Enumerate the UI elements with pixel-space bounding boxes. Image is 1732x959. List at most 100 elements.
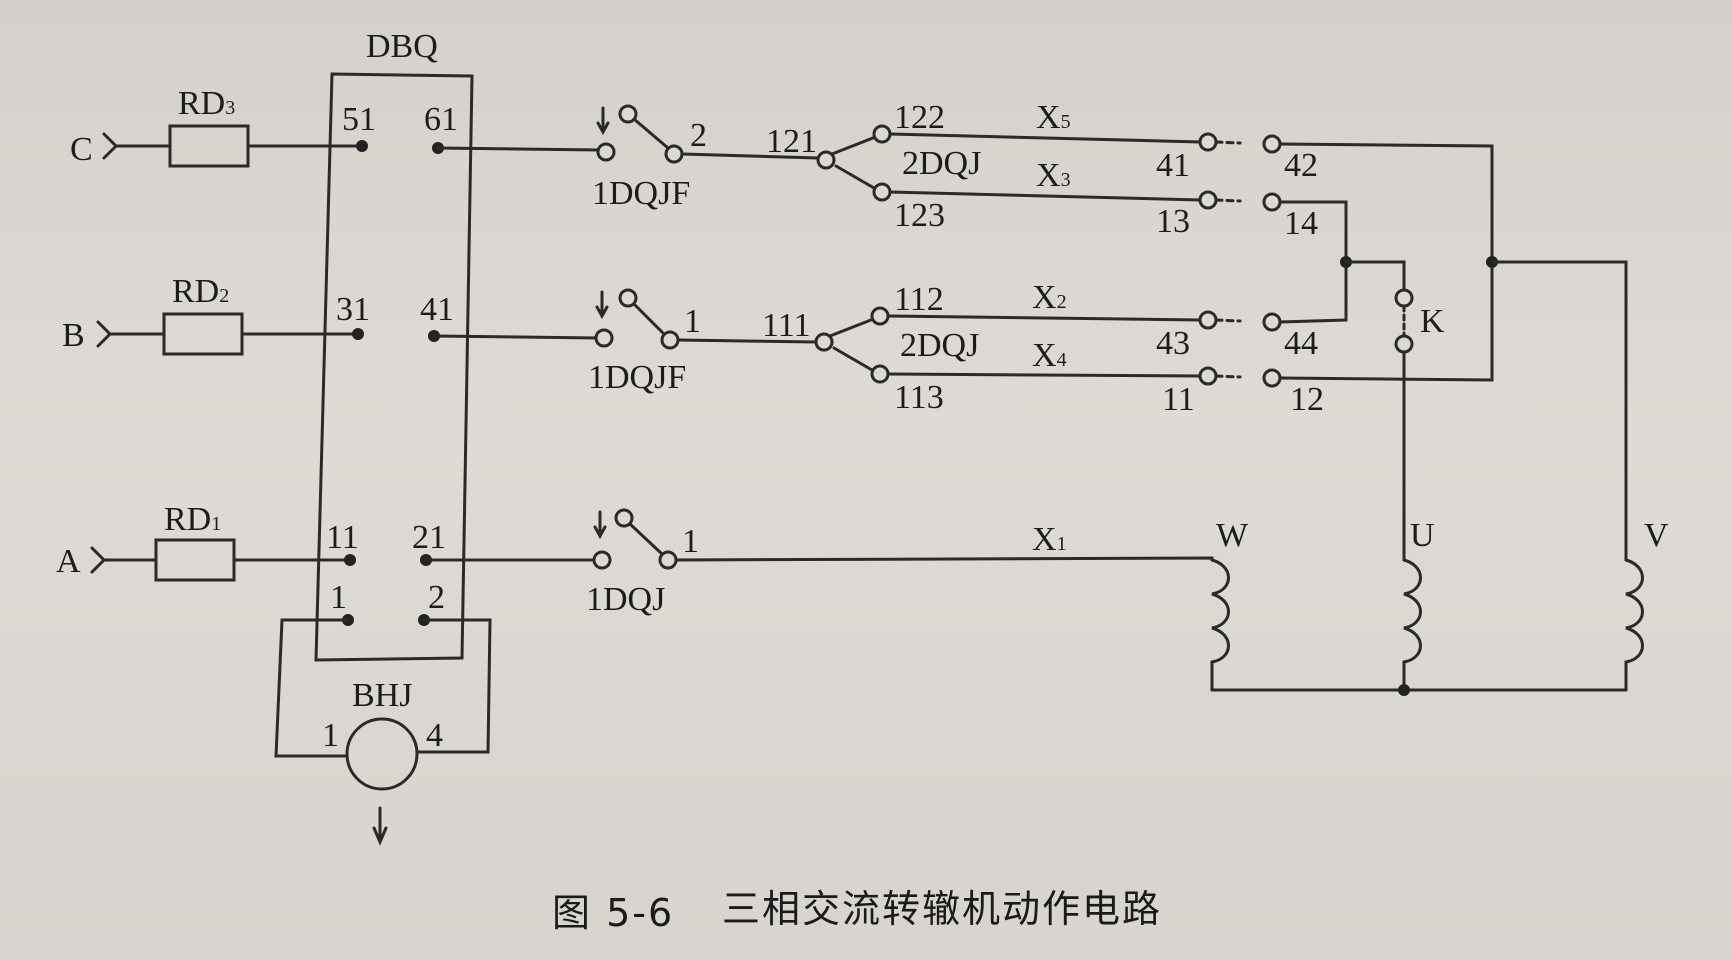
phase-b-arrow	[96, 320, 113, 348]
auto-switch-43-44-gap	[1214, 318, 1242, 323]
x5-label: X5	[1036, 99, 1071, 136]
phase-b-label: B	[62, 317, 85, 354]
wire-c-to-1dqjf	[436, 146, 602, 152]
2dqj-c-lower-contact	[872, 182, 892, 202]
auto-switch-12	[1262, 368, 1282, 388]
bhj-coil	[345, 717, 419, 791]
2dqj-c-label: 2DQJ	[902, 145, 981, 182]
2dqj-b-lower-contact	[870, 364, 890, 384]
wire-x4	[886, 372, 1202, 378]
1dqj-a-contact-left	[592, 550, 612, 570]
1dqjf-b-blade	[632, 302, 666, 336]
2dqj-b-lower-label: 113	[894, 379, 944, 416]
1dqjf-b-number: 1	[684, 303, 701, 340]
motor-w-label: W	[1216, 517, 1249, 554]
2dqj-b-common-contact	[814, 332, 834, 352]
2dqj-b-upper-contact	[870, 306, 890, 326]
wire-44-to-node	[1278, 260, 1348, 324]
motor-u-winding	[1402, 558, 1422, 692]
x3-label: X3	[1036, 157, 1071, 194]
1dqjf-b-label: 1DQJF	[588, 359, 686, 396]
phase-a-label: A	[56, 543, 81, 580]
bhj-terminal-4-label: 4	[426, 717, 443, 754]
dbq-terminal-61-label: 61	[424, 101, 458, 138]
auto-switch-41-42-gap	[1214, 140, 1242, 145]
auto-switch-43	[1198, 310, 1218, 330]
phase-a-arrow	[90, 546, 107, 574]
1dqjf-c-pivot	[618, 104, 638, 124]
dbq-terminal-1-label: 1	[330, 579, 347, 616]
2dqj-b-label: 2DQJ	[900, 327, 979, 364]
wire-x1	[674, 556, 1214, 562]
auto-switch-12-label: 12	[1290, 381, 1324, 418]
x4-label: X4	[1032, 337, 1067, 374]
wire-b-to-1dqjf	[432, 334, 600, 340]
auto-switch-42-label: 42	[1284, 147, 1318, 184]
wire-14-to-node	[1278, 200, 1348, 264]
wire-x3	[888, 190, 1202, 202]
wire-c-to-2dqj	[680, 152, 820, 160]
1dqj-a-label: 1DQJ	[586, 581, 665, 618]
auto-switch-44	[1262, 312, 1282, 332]
fuse-rd2-label: RD2	[172, 273, 229, 310]
auto-switch-14	[1262, 192, 1282, 212]
wire-x5	[888, 132, 1202, 144]
2dqj-b-blade	[828, 316, 878, 338]
wire-bhj-left	[274, 618, 350, 758]
2dqj-c-common-contact	[816, 150, 836, 170]
k-contact-top	[1394, 288, 1414, 308]
figure-title: 三相交流转辙机动作电路	[722, 887, 1162, 931]
1dqjf-c-label: 1DQJF	[592, 175, 690, 212]
dbq-terminal-21-label: 21	[412, 519, 446, 556]
2dqj-b-lower-link	[832, 346, 874, 372]
1dqj-a-number: 1	[682, 523, 699, 560]
wire-12-to-node	[1278, 260, 1494, 382]
2dqj-c-upper-label: 122	[894, 99, 945, 136]
auto-switch-44-label: 44	[1284, 325, 1318, 362]
wire-b-to-2dqj	[676, 338, 818, 344]
bhj-label: BHJ	[352, 677, 412, 714]
figure-number: 图 5-6	[552, 891, 674, 935]
dbq-label: DBQ	[366, 28, 438, 65]
1dqj-a-arrow-head	[593, 525, 607, 540]
wire-42-to-node	[1278, 142, 1494, 264]
dbq-terminal-51	[356, 140, 368, 152]
2dqj-c-upper-contact	[872, 124, 892, 144]
2dqj-b-upper-label: 112	[894, 281, 944, 318]
dbq-box	[314, 72, 474, 662]
auto-switch-11-12-gap	[1214, 374, 1242, 379]
1dqj-a-pivot	[614, 508, 634, 528]
k-label: K	[1420, 303, 1445, 340]
auto-switch-13-14-gap	[1214, 198, 1242, 203]
x2-label: X2	[1032, 279, 1067, 316]
wire-node-to-k	[1344, 260, 1406, 292]
phase-c-arrow	[102, 132, 119, 160]
motor-v-winding	[1624, 558, 1644, 692]
auto-switch-11	[1198, 366, 1218, 386]
k-contact-bottom	[1394, 334, 1414, 354]
dbq-terminal-11	[344, 554, 356, 566]
motor-u-label: U	[1410, 517, 1435, 554]
bhj-output-arrow-head	[372, 826, 388, 846]
motor-w-winding	[1210, 558, 1230, 692]
1dqjf-c-contact-left	[596, 142, 616, 162]
1dqjf-b-pivot	[618, 288, 638, 308]
x1-label: X1	[1032, 521, 1067, 558]
2dqj-b-common-label: 111	[762, 307, 810, 344]
phase-c-label: C	[70, 131, 93, 168]
bhj-terminal-1-label: 1	[322, 717, 339, 754]
fuse-rd3-label: RD3	[178, 85, 235, 122]
1dqjf-c-number: 2	[690, 117, 707, 154]
auto-switch-43-label: 43	[1156, 325, 1190, 362]
2dqj-c-lower-label: 123	[894, 197, 945, 234]
1dqjf-c-arrow-head	[596, 121, 610, 136]
auto-switch-11-label: 11	[1162, 381, 1195, 418]
dbq-terminal-31-label: 31	[336, 291, 370, 328]
dbq-terminal-2-label: 2	[428, 579, 445, 616]
auto-switch-41-label: 41	[1156, 147, 1190, 184]
2dqj-c-blade	[830, 134, 880, 156]
2dqj-c-lower-link	[834, 164, 876, 190]
auto-switch-41	[1198, 132, 1218, 152]
